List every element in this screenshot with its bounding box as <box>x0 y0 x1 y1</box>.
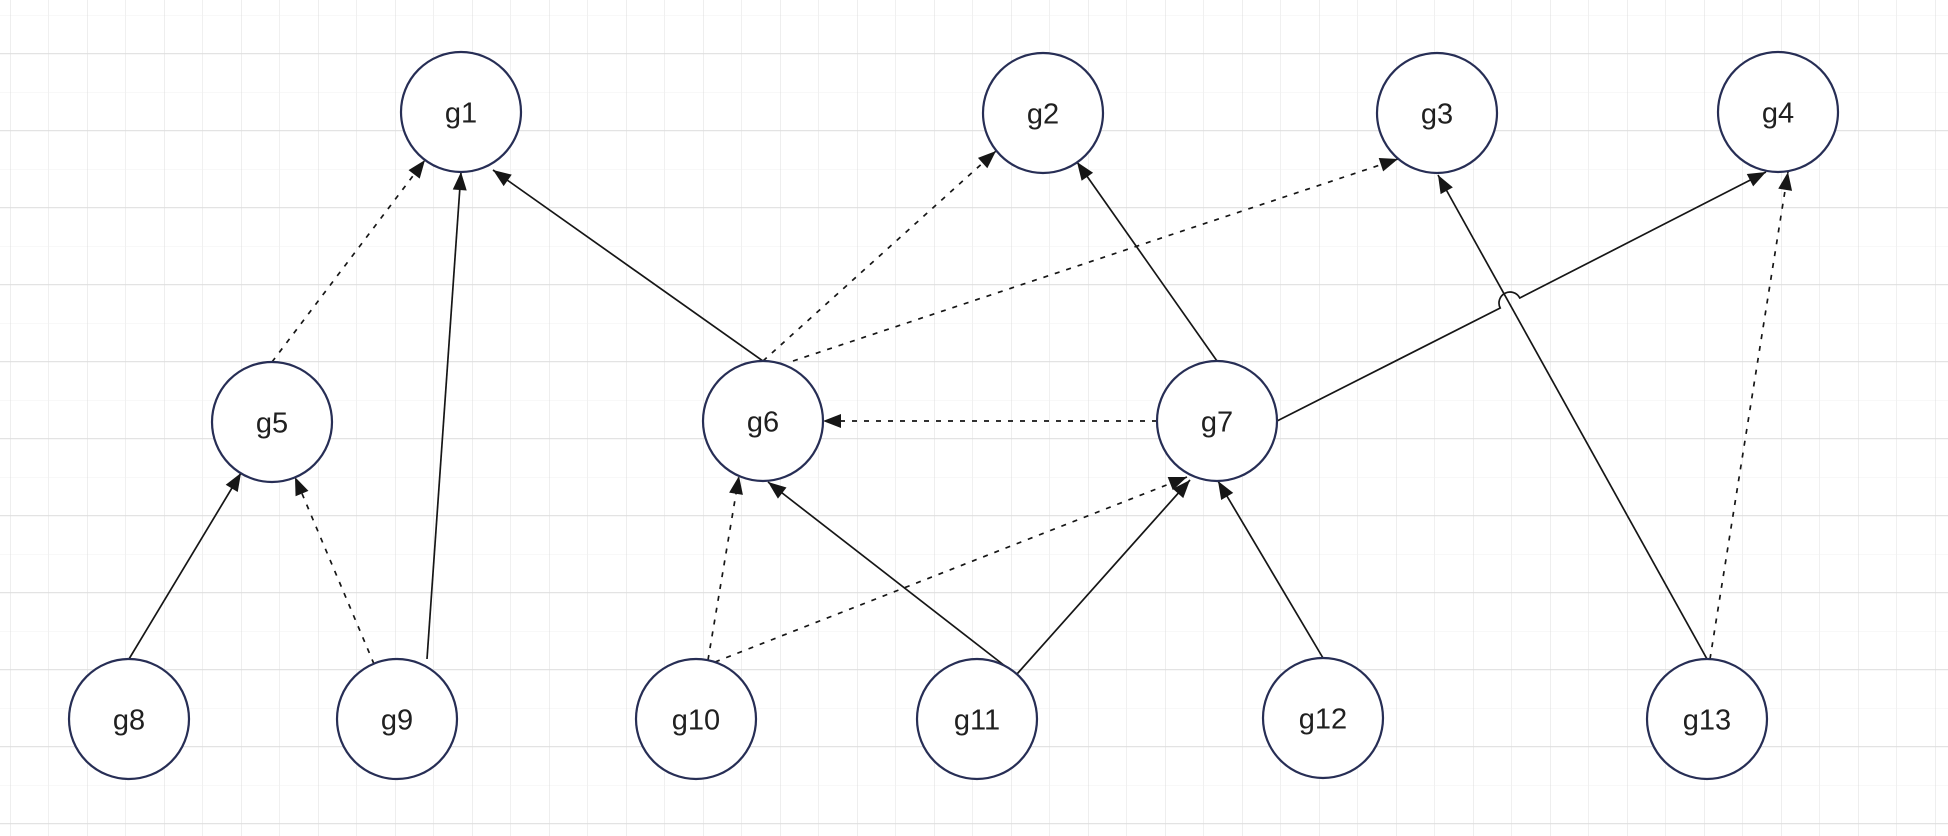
node-circle[interactable] <box>1261 656 1385 780</box>
edge-g6-g1[interactable] <box>492 169 764 362</box>
node-circle[interactable] <box>67 657 191 781</box>
edge-g7-g2[interactable] <box>1076 161 1218 362</box>
edge-g11-g6[interactable] <box>767 481 1006 667</box>
node-g1[interactable]: g1 <box>399 50 523 174</box>
node-label: g7 <box>1201 406 1233 438</box>
node-circle[interactable] <box>1375 51 1499 175</box>
edge-g10-g7[interactable] <box>714 476 1188 663</box>
node-label: g1 <box>445 97 477 129</box>
node-g3[interactable]: g3 <box>1375 51 1499 175</box>
node-circle[interactable] <box>981 51 1105 175</box>
node-circle[interactable] <box>1155 359 1279 483</box>
node-g5[interactable]: g5 <box>210 360 334 484</box>
edge-g9-g1[interactable] <box>426 171 467 660</box>
edge-g11-g7[interactable] <box>1016 479 1191 675</box>
edge-g8-g5[interactable] <box>128 472 242 660</box>
node-circle[interactable] <box>1716 50 1840 174</box>
node-label: g12 <box>1299 703 1347 735</box>
node-label: g3 <box>1421 98 1453 130</box>
node-circle[interactable] <box>335 657 459 781</box>
node-label: g6 <box>747 406 779 438</box>
node-g2[interactable]: g2 <box>981 51 1105 175</box>
node-circle[interactable] <box>1645 657 1769 781</box>
node-circle[interactable] <box>634 657 758 781</box>
node-circle[interactable] <box>701 359 825 483</box>
edge-g6-g2[interactable] <box>762 150 997 362</box>
node-label: g8 <box>113 704 145 736</box>
node-circle[interactable] <box>210 360 334 484</box>
node-g11[interactable]: g11 <box>915 657 1039 781</box>
edge-layer <box>128 150 1793 675</box>
node-g12[interactable]: g12 <box>1261 656 1385 780</box>
node-label: g5 <box>256 407 288 439</box>
edge-g6-g3[interactable] <box>792 158 1399 362</box>
node-g13[interactable]: g13 <box>1645 657 1769 781</box>
node-label: g2 <box>1027 98 1059 130</box>
node-label: g4 <box>1762 97 1794 129</box>
node-g8[interactable]: g8 <box>67 657 191 781</box>
edge-g12-g7[interactable] <box>1217 480 1324 659</box>
node-circle[interactable] <box>399 50 523 174</box>
node-g9[interactable]: g9 <box>335 657 459 781</box>
node-g7[interactable]: g7 <box>1155 359 1279 483</box>
node-layer: g1 g2 g3 g4 g5 g6 g7 g8 g9 g10 g11 g12 g13 <box>67 50 1840 781</box>
node-g6[interactable]: g6 <box>701 359 825 483</box>
node-circle[interactable] <box>915 657 1039 781</box>
edge-g7-g4[interactable] <box>1276 171 1767 422</box>
node-label: g11 <box>954 704 1000 736</box>
edge-g13-g4[interactable] <box>1709 171 1793 660</box>
node-label: g9 <box>381 704 413 736</box>
node-g10[interactable]: g10 <box>634 657 758 781</box>
node-g4[interactable]: g4 <box>1716 50 1840 174</box>
node-label: g13 <box>1683 704 1731 736</box>
edge-g9-g5[interactable] <box>294 476 375 665</box>
node-label: g10 <box>672 704 720 736</box>
edge-g13-g3[interactable] <box>1437 174 1708 660</box>
